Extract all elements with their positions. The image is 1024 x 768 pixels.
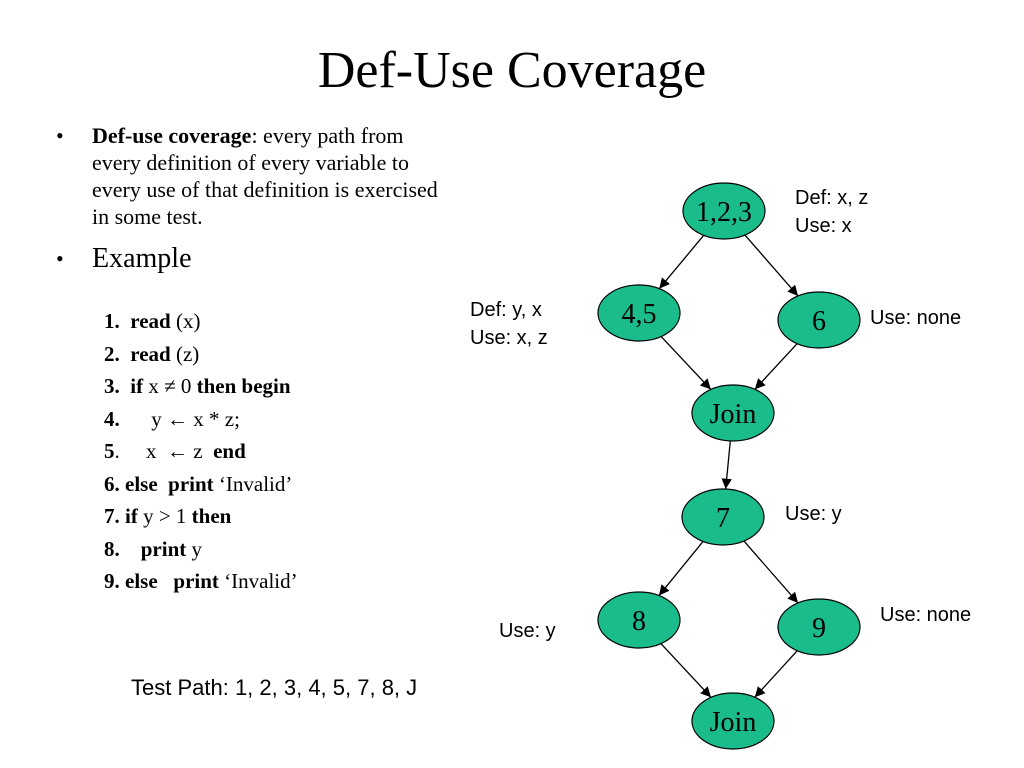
code-kw2: then	[191, 504, 232, 528]
code-line: 1. read (x)	[104, 308, 298, 341]
code-kw2: end	[213, 439, 246, 463]
bullet-dot: •	[56, 123, 64, 148]
code-kw1: read	[130, 309, 171, 333]
slide-title: Def-Use Coverage	[317, 42, 707, 99]
code-line: 5. x ← z end	[104, 438, 298, 471]
edge-n123-n6	[744, 234, 799, 297]
annotation-n9: Use: none	[880, 601, 971, 629]
definition-term: Def-use coverage	[92, 123, 252, 148]
node-shape	[691, 384, 775, 442]
code-mid: y > 1	[137, 504, 192, 528]
bullet-dot: •	[56, 246, 64, 271]
annotation-line: Use: x	[795, 215, 852, 237]
node-label: 9	[812, 613, 826, 644]
annotation-line: Use: none	[870, 307, 962, 329]
annotation-n8: Use: y	[499, 617, 556, 645]
edge-n6-join1	[754, 343, 798, 390]
edge-n7-n8	[658, 541, 704, 596]
definition-text: : every path from every definition of ev…	[92, 123, 438, 229]
code-mid: y ← x * z;	[119, 406, 240, 431]
code-num: 2.	[104, 341, 131, 366]
example-label: Example	[92, 243, 192, 274]
edge-n45-join1	[660, 336, 712, 390]
code-kw1: read	[130, 341, 171, 366]
code-line: 8. print y	[104, 536, 298, 569]
code-kw1: if	[130, 374, 144, 398]
node-n45: 4,5	[597, 284, 681, 342]
annotation-n6: Use: none	[870, 304, 961, 332]
node-label: 8	[632, 606, 646, 637]
code-mid: x ≠ 0	[143, 374, 197, 398]
node-shape	[777, 598, 861, 656]
annotation-line: Use: none	[880, 604, 972, 626]
annotation-line: Use: y	[499, 620, 556, 642]
node-join2: Join	[691, 692, 775, 750]
edge-n9-join2	[754, 650, 798, 698]
code-line: 7. if y > 1 then	[104, 503, 298, 536]
node-join1: Join	[691, 384, 775, 442]
code-num: 4.	[104, 406, 120, 431]
code-num: 1.	[104, 309, 131, 333]
edge-n8-join2	[660, 643, 712, 698]
code-line: 2. read (z)	[104, 341, 298, 374]
code-num: 5	[104, 439, 115, 463]
node-shape	[777, 291, 861, 349]
node-n6: 6	[777, 291, 861, 349]
code-line: 3. if x ≠ 0 then begin	[104, 373, 298, 406]
node-label: Join	[710, 707, 757, 738]
annotation-n45: Def: y, x Use: x, z	[470, 296, 548, 352]
node-n8: 8	[597, 591, 681, 649]
node-shape	[597, 591, 681, 649]
node-label: 7	[716, 503, 730, 534]
code-line: 6. else print ‘Invalid’	[104, 471, 298, 504]
node-shape	[691, 692, 775, 750]
code-num: 9. else print	[104, 569, 219, 593]
node-label: 6	[812, 306, 826, 337]
node-shape	[682, 182, 766, 240]
annotation-line: Def: y, x	[470, 299, 542, 321]
bullet-example: • Example	[52, 242, 452, 276]
code-line: 4. y ← x * z;	[104, 406, 298, 439]
code-mid: ‘Invalid’	[218, 569, 298, 593]
node-label: 4,5	[622, 299, 657, 330]
node-n7: 7	[681, 488, 765, 546]
code-num: 7. if	[104, 504, 138, 528]
annotation-line: Use: x, z	[470, 327, 548, 349]
code-num: 3.	[104, 374, 131, 398]
edge-n7-n9	[743, 540, 799, 604]
edge-join1-n7	[721, 440, 732, 490]
test-path: Test Path: 1, 2, 3, 4, 5, 7, 8, J	[131, 675, 418, 700]
code-line: 9. else print ‘Invalid’	[104, 568, 298, 601]
bullet-list: • Def-use coverage: every path from every…	[52, 122, 452, 276]
node-label: Join	[710, 399, 757, 430]
annotation-line: Def: x, z	[795, 187, 869, 209]
node-shape	[597, 284, 681, 342]
annotation-n7: Use: y	[785, 500, 842, 528]
code-mid: . x ← z	[114, 439, 214, 463]
code-num: 6. else print	[104, 471, 214, 496]
node-n123: 1,2,3	[682, 182, 766, 240]
code-listing: 1. read (x)2. read (z)3. if x ≠ 0 then b…	[104, 308, 298, 601]
node-n9: 9	[777, 598, 861, 656]
code-num: 8. print	[104, 536, 187, 561]
code-mid: (x)	[170, 309, 201, 333]
code-kw2: then begin	[196, 374, 291, 398]
node-label: 1,2,3	[696, 197, 752, 228]
annotation-line: Use: y	[785, 503, 842, 525]
code-mid: y	[186, 536, 203, 561]
code-mid: ‘Invalid’	[213, 471, 293, 496]
edge-n123-n45	[658, 234, 705, 290]
bullet-definition: • Def-use coverage: every path from every…	[52, 122, 452, 230]
code-mid: (z)	[170, 341, 200, 366]
annotation-n123: Def: x, z Use: x	[795, 184, 868, 240]
node-shape	[681, 488, 765, 546]
